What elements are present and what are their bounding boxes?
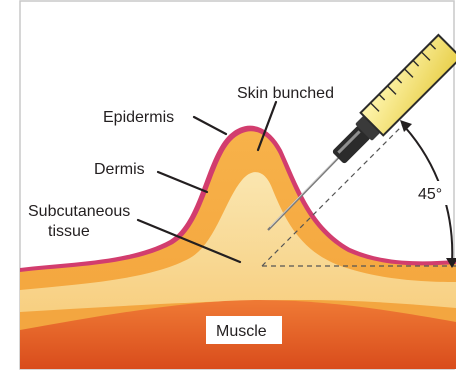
muscle-label: Muscle [216,323,267,340]
subcutaneous-label-line1: Subcutaneous [28,203,130,220]
subcutaneous-label-line2: tissue [48,223,90,240]
dermis-label: Dermis [94,161,145,178]
angle-label: 45° [418,186,442,203]
epidermis-label: Epidermis [103,109,174,126]
skin-bunched-label: Skin bunched [237,85,334,102]
